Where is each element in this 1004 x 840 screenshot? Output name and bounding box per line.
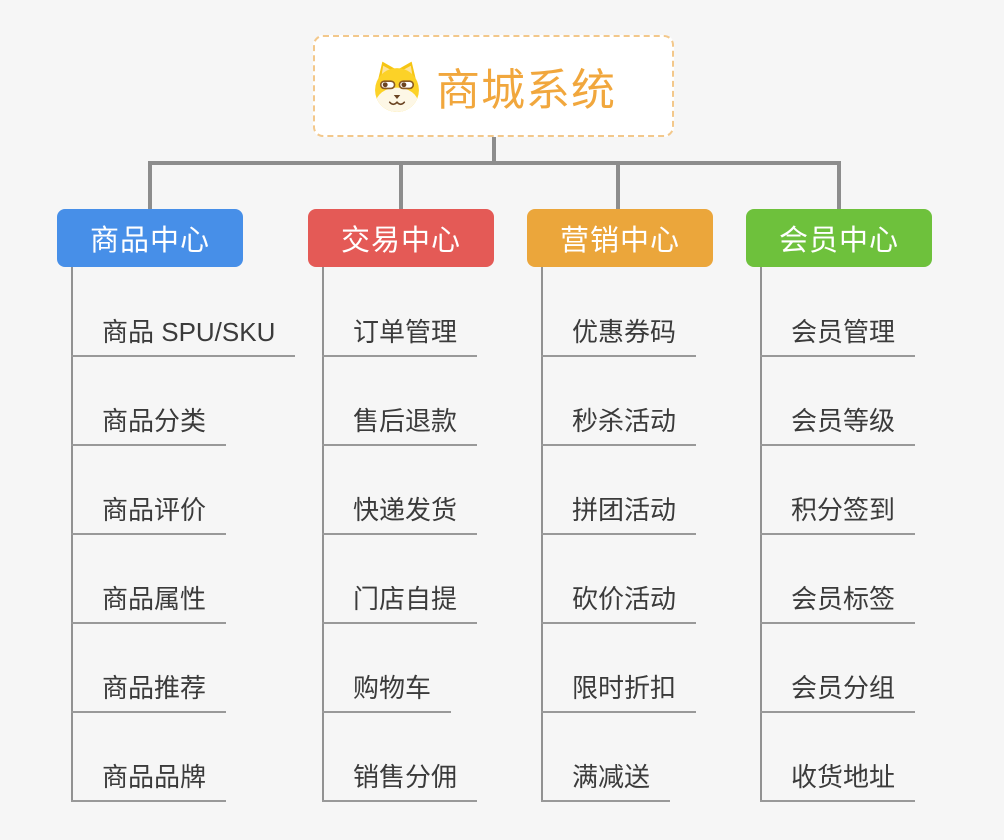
leaf-topic[interactable]: 限时折扣 — [541, 669, 697, 713]
leaf-topic[interactable]: 门店自提 — [322, 580, 478, 624]
branch-member-center-header[interactable]: 会员中心 — [746, 209, 932, 267]
leaf-topic[interactable]: 会员分组 — [760, 669, 916, 713]
leaf-topic[interactable]: 积分签到 — [760, 491, 916, 535]
leaf-topic[interactable]: 商品 SPU/SKU — [71, 313, 296, 357]
leaf-topic[interactable]: 订单管理 — [322, 313, 478, 357]
connector-drop — [148, 161, 152, 211]
root-topic-label: 商城系统 — [436, 66, 616, 115]
leaf-topic[interactable]: 购物车 — [322, 669, 452, 713]
leaf-topic[interactable]: 优惠券码 — [541, 313, 697, 357]
leaf-topic[interactable]: 商品评价 — [71, 491, 227, 535]
leaf-topic[interactable]: 快递发货 — [322, 491, 478, 535]
branch-product-center: 商品中心 商品 SPU/SKU 商品分类 商品评价 商品属性 商品推荐 商品品牌 — [57, 209, 307, 829]
leaf-topic[interactable]: 商品分类 — [71, 402, 227, 446]
branch-product-center-header[interactable]: 商品中心 — [57, 209, 243, 267]
branch-member-center: 会员中心 会员管理 会员等级 积分签到 会员标签 会员分组 收货地址 — [746, 209, 996, 829]
branch-trade-center-header[interactable]: 交易中心 — [308, 209, 494, 267]
leaf-topic[interactable]: 拼团活动 — [541, 491, 697, 535]
connector-drop — [399, 161, 403, 211]
branch-marketing-center-header[interactable]: 营销中心 — [527, 209, 713, 267]
leaf-topic[interactable]: 商品推荐 — [71, 669, 227, 713]
branch-marketing-center: 营销中心 优惠券码 秒杀活动 拼团活动 砍价活动 限时折扣 满减送 — [527, 209, 777, 829]
leaf-topic[interactable]: 会员管理 — [760, 313, 916, 357]
connector-drop — [837, 161, 841, 211]
leaf-topic[interactable]: 商品品牌 — [71, 758, 227, 802]
leaf-topic[interactable]: 砍价活动 — [541, 580, 697, 624]
leaf-topic[interactable]: 秒杀活动 — [541, 402, 697, 446]
leaf-topic[interactable]: 商品属性 — [71, 580, 227, 624]
connector-root-stub — [492, 137, 496, 164]
dog-icon — [375, 61, 419, 112]
leaf-topic[interactable]: 收货地址 — [760, 758, 916, 802]
connector-horizontal — [148, 161, 841, 165]
root-topic[interactable]: 商城系统 — [313, 35, 674, 137]
leaf-topic[interactable]: 售后退款 — [322, 402, 478, 446]
leaf-topic[interactable]: 销售分佣 — [322, 758, 478, 802]
connector-drop — [616, 161, 620, 211]
leaf-topic[interactable]: 会员等级 — [760, 402, 916, 446]
leaf-topic[interactable]: 会员标签 — [760, 580, 916, 624]
branch-trade-center: 交易中心 订单管理 售后退款 快递发货 门店自提 购物车 销售分佣 — [308, 209, 558, 829]
leaf-topic[interactable]: 满减送 — [541, 758, 671, 802]
